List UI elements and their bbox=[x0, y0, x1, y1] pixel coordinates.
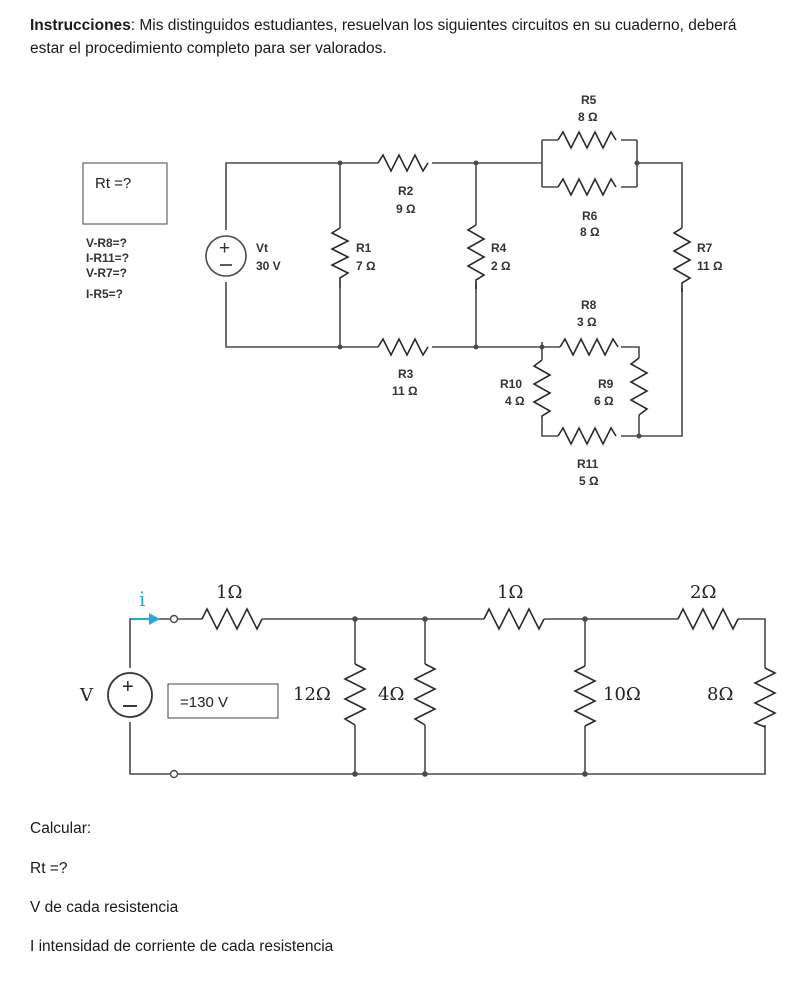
label-shunt-10: 10Ω bbox=[603, 684, 641, 705]
terminal-top bbox=[169, 614, 179, 624]
r3-label: R3 bbox=[398, 367, 414, 381]
resistor-shunt-12 bbox=[343, 663, 367, 726]
resistor-r7 bbox=[672, 227, 692, 292]
rt-box-text: Rt =? bbox=[95, 175, 131, 192]
resistor-r2 bbox=[377, 153, 429, 173]
r5-value: 8 Ω bbox=[578, 110, 598, 124]
voltage-source-vt bbox=[205, 235, 247, 277]
resistor-top-1 bbox=[201, 607, 263, 631]
label-shunt-12: 12Ω bbox=[293, 684, 331, 705]
r2-label: R2 bbox=[398, 184, 414, 198]
resistor-shunt-10 bbox=[573, 665, 597, 727]
resistor-top-2 bbox=[483, 607, 545, 631]
r1-label: R1 bbox=[356, 241, 372, 255]
terminal-bottom bbox=[169, 769, 179, 779]
resistor-r8 bbox=[559, 337, 619, 357]
r1-value: 7 Ω bbox=[356, 259, 376, 273]
r9-label: R9 bbox=[598, 377, 614, 391]
question-v-r7: V-R7=? bbox=[86, 266, 127, 280]
r7-label: R7 bbox=[697, 241, 713, 255]
r3-value: 11 Ω bbox=[392, 384, 418, 398]
resistor-r10 bbox=[532, 359, 552, 418]
instructions-paragraph: Instrucciones: Mis distinguidos estudian… bbox=[30, 14, 770, 60]
rt-box bbox=[82, 162, 168, 225]
r4-value: 2 Ω bbox=[491, 259, 511, 273]
r7-value: 11 Ω bbox=[697, 259, 723, 273]
resistor-r4 bbox=[466, 224, 486, 289]
label-shunt-8: 8Ω bbox=[707, 684, 733, 705]
resistor-r5 bbox=[557, 130, 617, 150]
instructions-text: : Mis distinguidos estudiantes, resuelva… bbox=[30, 17, 737, 57]
voltage-box-text: =130 V bbox=[180, 694, 228, 711]
voltage-box bbox=[167, 683, 279, 719]
question-v-r8: V-R8=? bbox=[86, 236, 127, 250]
resistor-shunt-4 bbox=[413, 663, 437, 726]
instructions-label: Instrucciones bbox=[30, 17, 131, 34]
resistor-r1 bbox=[330, 227, 350, 288]
calculate-title: Calcular: bbox=[30, 820, 92, 837]
resistor-r9 bbox=[629, 357, 649, 416]
r4-label: R4 bbox=[491, 241, 507, 255]
r8-label: R8 bbox=[581, 298, 597, 312]
current-arrow-icon bbox=[149, 613, 160, 625]
voltage-source-v bbox=[107, 672, 153, 718]
r11-label: R11 bbox=[577, 457, 599, 471]
circuit-2: + i V =130 V 1Ω 1Ω 2Ω 12Ω 4Ω 10Ω 8Ω bbox=[79, 582, 777, 779]
resistor-r3 bbox=[377, 337, 429, 357]
resistor-shunt-8 bbox=[753, 667, 777, 728]
resistor-r11 bbox=[557, 426, 617, 446]
question-i-r5: I-R5=? bbox=[86, 287, 123, 301]
calculate-item-rt: Rt =? bbox=[30, 860, 68, 877]
r10-value: 4 Ω bbox=[505, 394, 525, 408]
vt-label: Vt bbox=[256, 241, 268, 255]
r2-value: 9 Ω bbox=[396, 202, 416, 216]
r6-value: 8 Ω bbox=[580, 225, 600, 239]
question-i-r11: I-R11=? bbox=[86, 251, 129, 265]
r10-label: R10 bbox=[500, 377, 522, 391]
label-top-1: 1Ω bbox=[216, 582, 242, 603]
source-label: V bbox=[79, 685, 94, 706]
calculate-item-voltage: V de cada resistencia bbox=[30, 899, 179, 916]
resistor-r6 bbox=[557, 177, 617, 197]
plus-sign: + bbox=[219, 238, 230, 259]
r8-value: 3 Ω bbox=[577, 315, 597, 329]
r6-label: R6 bbox=[582, 209, 598, 223]
resistor-top-3 bbox=[677, 607, 739, 631]
current-label: i bbox=[139, 587, 145, 611]
plus-sign-2: + bbox=[122, 676, 134, 698]
r9-value: 6 Ω bbox=[594, 394, 614, 408]
label-shunt-4: 4Ω bbox=[378, 684, 404, 705]
label-top-2: 1Ω bbox=[497, 582, 523, 603]
vt-value: 30 V bbox=[256, 259, 281, 273]
calculate-item-current: I intensidad de corriente de cada resist… bbox=[30, 938, 334, 955]
circuit-1: Rt =? V-R8=? I-R11=? V-R7=? I-R5=? + bbox=[82, 93, 723, 488]
label-top-3: 2Ω bbox=[690, 582, 716, 603]
r5-label: R5 bbox=[581, 93, 597, 107]
r11-value: 5 Ω bbox=[579, 474, 599, 488]
